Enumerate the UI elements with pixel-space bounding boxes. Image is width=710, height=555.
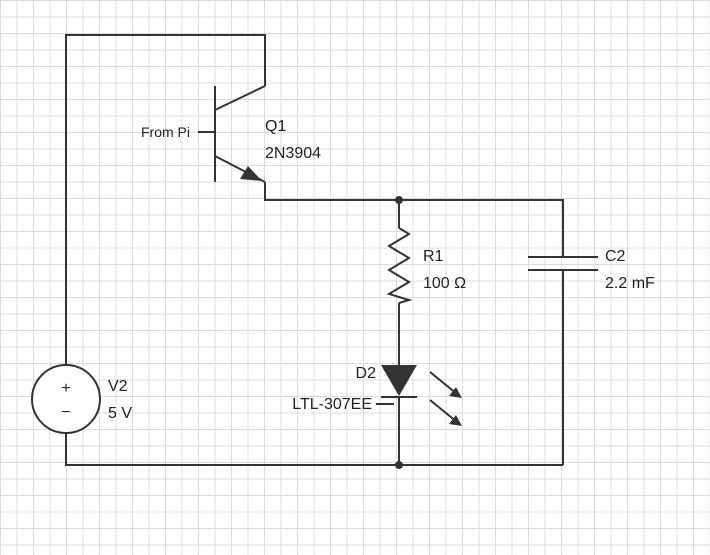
wire-bottom — [65, 433, 563, 466]
transistor-part: 2N3904 — [265, 145, 321, 162]
resistor-ref: R1 — [423, 248, 444, 265]
transistor-q1 — [214, 85, 266, 183]
voltage-source-v2: + − — [31, 364, 101, 434]
led-d2 — [376, 365, 462, 426]
transistor-ref: Q1 — [265, 118, 286, 135]
wire-emitter-node — [264, 182, 564, 257]
source-ref: V2 — [108, 378, 128, 395]
source-circle — [31, 364, 101, 434]
resistor-r1 — [386, 227, 413, 304]
emitter-arrow — [240, 166, 262, 181]
led-ref: D2 — [356, 365, 377, 382]
source-plus-sign: + — [61, 380, 70, 397]
resistor-value: 100 Ω — [423, 275, 466, 292]
input-label: From Pi — [141, 124, 190, 140]
led-part: LTL-307EE — [292, 396, 372, 413]
wire-top-left — [65, 34, 266, 365]
light-emission-arrows — [429, 371, 462, 426]
capacitor-value: 2.2 mF — [605, 275, 655, 292]
led-diode-triangle — [381, 365, 417, 396]
capacitor-c2 — [528, 256, 598, 271]
collector-lead — [214, 85, 266, 111]
junction-bottom — [395, 461, 403, 469]
source-minus-sign: − — [61, 404, 70, 421]
junction-top — [395, 196, 403, 204]
source-value: 5 V — [108, 405, 132, 422]
capacitor-ref: C2 — [605, 248, 626, 265]
